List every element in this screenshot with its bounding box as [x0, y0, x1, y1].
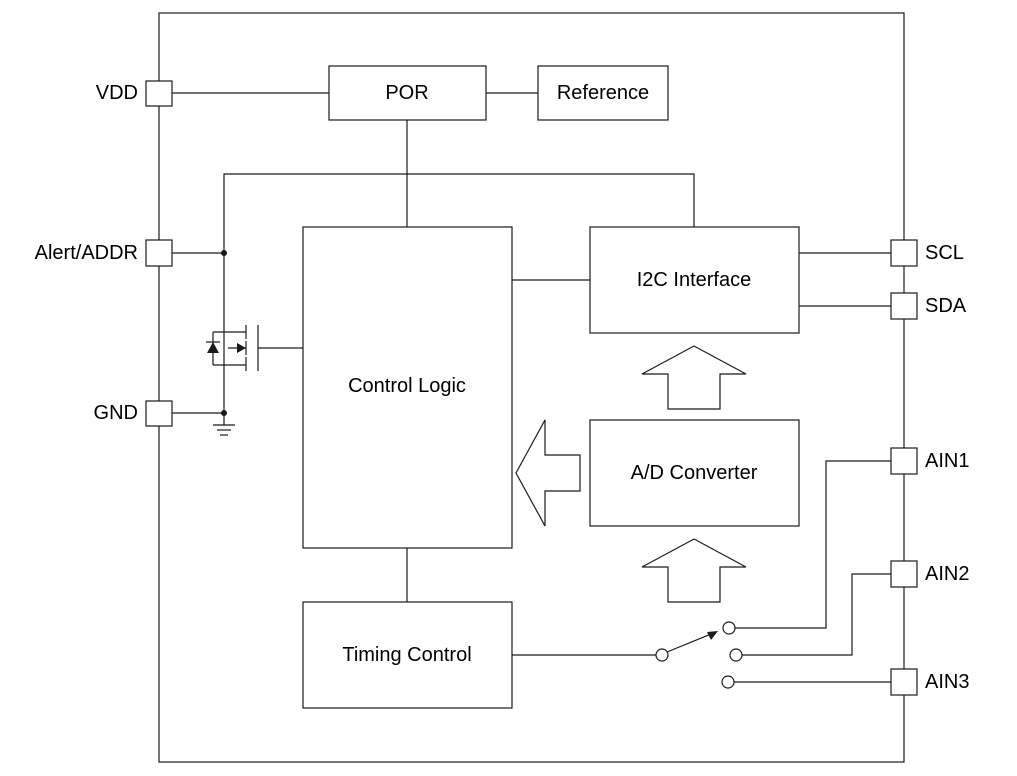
- pin-ain1-label: AIN1: [925, 450, 969, 472]
- pin-ain1: [890, 447, 918, 475]
- por-label: POR: [385, 82, 428, 104]
- ground-symbol: [213, 413, 235, 436]
- wire-alert-bus: [223, 173, 695, 253]
- pin-vdd: [145, 80, 173, 107]
- control-logic-block: [302, 226, 513, 549]
- pin-alert-addr-label: Alert/ADDR: [35, 242, 138, 264]
- chip-outline: [158, 12, 905, 763]
- wire-ain1: [735, 460, 891, 629]
- i2c-block: [589, 226, 800, 334]
- i2c-label: I2C Interface: [637, 269, 752, 291]
- timing-control-block: [302, 601, 513, 709]
- reference-block: [537, 65, 669, 121]
- por-block: [328, 65, 487, 121]
- pin-sda-label: SDA: [925, 295, 967, 317]
- pin-vdd-label: VDD: [96, 82, 138, 104]
- arrow-adc-to-control: [515, 419, 581, 527]
- pin-ain2-label: AIN2: [925, 563, 969, 585]
- arrow-adc-to-i2c: [641, 345, 747, 410]
- pin-ain2: [890, 560, 918, 588]
- wire-ain2: [742, 573, 891, 656]
- arrow-mux-to-adc: [641, 538, 747, 603]
- pin-ain3: [890, 668, 918, 696]
- control-logic-label: Control Logic: [348, 375, 466, 397]
- pin-scl-label: SCL: [925, 242, 964, 264]
- timing-control-label: Timing Control: [342, 644, 471, 666]
- pin-ain3-label: AIN3: [925, 671, 969, 693]
- pin-gnd-label: GND: [94, 402, 138, 424]
- adc-block: [589, 419, 800, 527]
- adc-label: A/D Converter: [631, 462, 758, 484]
- pin-alert-addr: [145, 239, 173, 267]
- pin-scl: [890, 239, 918, 267]
- reference-label: Reference: [557, 82, 649, 104]
- pin-gnd: [145, 400, 173, 427]
- mosfet-symbol: [206, 253, 303, 413]
- pin-sda: [890, 292, 918, 320]
- mux-switch: [655, 621, 743, 689]
